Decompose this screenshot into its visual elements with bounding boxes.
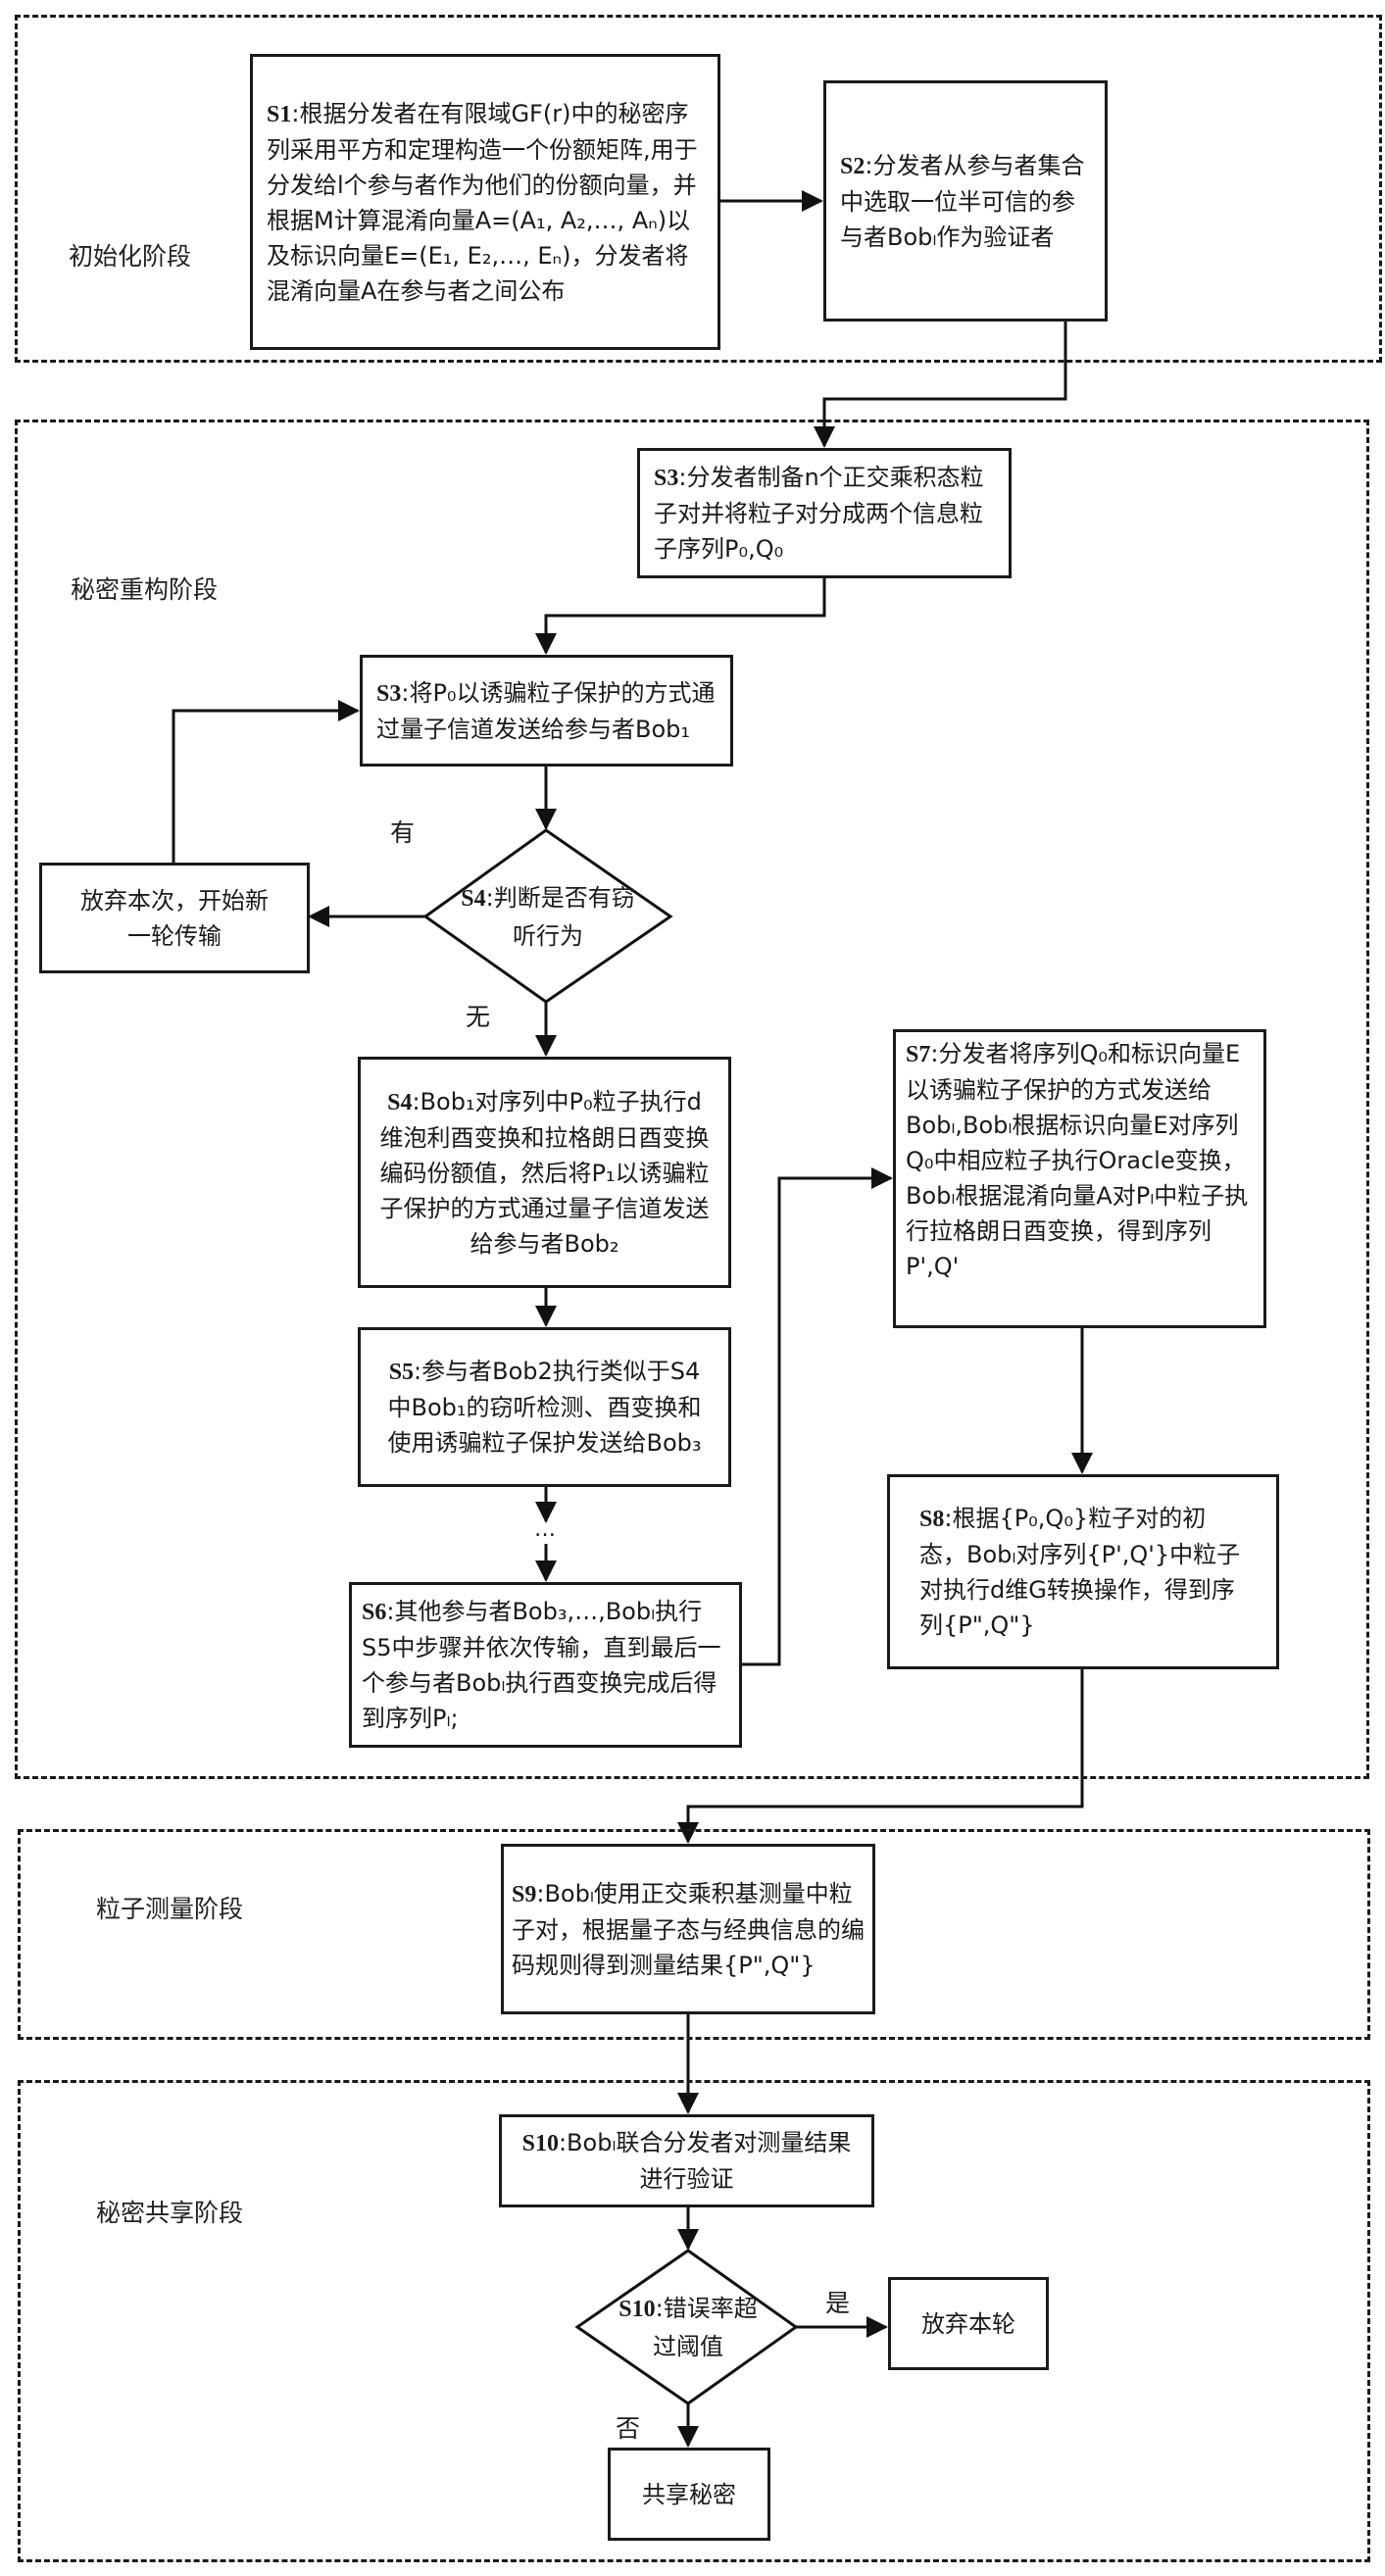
step-s7-label: S7 (906, 1042, 931, 1067)
step-s5-text: :参与者Bob2执行类似于S4中Bob₁的窃听检测、酉变换和使用诱骗粒子保护发送… (387, 1358, 702, 1457)
step-s7-box: S7:分发者将序列Q₀和标识向量E以诱骗粒子保护的方式发送给Bobₗ,Bobₗ根… (893, 1029, 1266, 1328)
step-s3b-label: S3 (376, 680, 402, 707)
share-secret-box: 共享秘密 (608, 2448, 770, 2541)
step-s2-text: :分发者从参与者集合中选取一位半可信的参与者Bobₗ作为验证者 (840, 151, 1085, 251)
step-s4-label: S4 (387, 1089, 413, 1115)
step-s10-label: S10 (521, 2131, 559, 2156)
step-s5-box: S5:参与者Bob2执行类似于S4中Bob₁的窃听检测、酉变换和使用诱骗粒子保护… (358, 1327, 731, 1487)
ellipsis: … (534, 1517, 558, 1542)
step-s8-box: S8:根据{P₀,Q₀}粒子对的初态，Bobₗ对序列{P',Q'}中粒子对执行d… (887, 1474, 1279, 1669)
phase-reconstruct-label: 秘密重构阶段 (71, 575, 219, 604)
edge-s8-s9 (677, 1669, 1084, 1844)
phase-reconstruct (15, 420, 1369, 1779)
decision-eavesdrop-label: S4 (461, 886, 486, 912)
step-s4-box: S4:Bob₁对序列中P₀粒子执行d维泡利酉变换和拉格朗日酉变换编码份额值，然后… (358, 1057, 731, 1288)
share-secret-text: 共享秘密 (642, 2480, 736, 2508)
step-s6-box: S6:其他参与者Bob₃,…,Bobₗ执行S5中步骤并依次传输，直到最后一个参与… (349, 1582, 742, 1748)
edge-s3a-s3b (535, 578, 826, 655)
abandon-restart-text: 放弃本次，开始新一轮传输 (80, 886, 269, 950)
abandon-restart-box: 放弃本次，开始新一轮传输 (39, 863, 310, 973)
step-s3b-text: :将P₀以诱骗粒子保护的方式通过量子信道发送给参与者Bob₁ (376, 678, 716, 743)
edge-label-yes-threshold: 是 (825, 2289, 851, 2317)
decision-threshold-question: :错误率超过阈值 (653, 2295, 758, 2360)
phase-measure (18, 1829, 1370, 2040)
step-s9-box: S9:Bobₗ使用正交乘积基测量中粒子对，根据量子态与经典信息的编码规则得到测量… (501, 1844, 875, 2014)
phase-share (18, 2080, 1370, 2562)
edge-abandon-s3b (172, 700, 360, 863)
step-s1-text: :根据分发者在有限域GF(r)中的秘密序列采用平方和定理构造一个份额矩阵,用于分… (267, 99, 698, 305)
decision-threshold-shape (574, 2249, 799, 2405)
decision-threshold-label: S10 (618, 2297, 656, 2322)
step-s3a-label: S3 (654, 466, 679, 491)
step-s9-label: S9 (512, 1881, 537, 1907)
phase-measure-label: 粒子测量阶段 (96, 1895, 244, 1923)
edge-label-yes-eavesdrop: 有 (390, 818, 416, 847)
step-s6-text: :其他参与者Bob₃,…,Bobₗ执行S5中步骤并依次传输，直到最后一个参与者B… (362, 1598, 721, 1732)
step-s3b-box: S3:将P₀以诱骗粒子保护的方式通过量子信道发送给参与者Bob₁ (360, 655, 733, 767)
step-s7-text: :分发者将序列Q₀和标识向量E以诱骗粒子保护的方式发送给Bobₗ,Bobₗ根据标… (906, 1040, 1249, 1280)
abandon-this-round-text: 放弃本轮 (921, 2309, 1015, 2338)
step-s8-text: :根据{P₀,Q₀}粒子对的初态，Bobₗ对序列{P',Q'}中粒子对执行d维G… (919, 1505, 1241, 1639)
step-s3a-text: :分发者制备n个正交乘积态粒子对并将粒子对分成两个信息粒子序列P₀,Q₀ (654, 464, 984, 563)
step-s4-text: :Bob₁对序列中P₀粒子执行d维泡利酉变换和拉格朗日酉变换编码份额值，然后将P… (379, 1087, 710, 1258)
phase-init (15, 15, 1382, 363)
edge-label-no-eavesdrop: 无 (466, 1003, 491, 1031)
decision-threshold-text: S10:错误率超过阈值 (610, 2290, 767, 2365)
step-s6-label: S6 (362, 1600, 387, 1625)
abandon-this-round-box: 放弃本轮 (888, 2277, 1049, 2370)
step-s3a-box: S3:分发者制备n个正交乘积态粒子对并将粒子对分成两个信息粒子序列P₀,Q₀ (637, 448, 1012, 578)
step-s2-box: S2:分发者从参与者集合中选取一位半可信的参与者Bobₗ作为验证者 (823, 80, 1108, 322)
step-s10-text: :Bobₗ联合分发者对测量结果进行验证 (558, 2129, 852, 2193)
step-s9-text: :Bobₗ使用正交乘积基测量中粒子对，根据量子态与经典信息的编码规则得到测量结果… (512, 1879, 865, 1979)
decision-eavesdrop-text: S4:判断是否有窃听行为 (455, 879, 641, 955)
decision-eavesdrop-shape (422, 828, 673, 1004)
step-s10-box: S10:Bobₗ联合分发者对测量结果进行验证 (499, 2114, 874, 2207)
phase-init-label: 初始化阶段 (69, 242, 192, 271)
edge-label-no-threshold: 否 (616, 2414, 641, 2443)
step-s1-box: S1:根据分发者在有限域GF(r)中的秘密序列采用平方和定理构造一个份额矩阵,用… (250, 54, 720, 350)
step-s5-label: S5 (388, 1360, 415, 1385)
edge-s6-s7 (742, 1167, 893, 1666)
step-s8-label: S8 (919, 1507, 945, 1532)
decision-eavesdrop-question: :判断是否有窃听行为 (485, 884, 635, 950)
step-s2-label: S2 (840, 153, 866, 179)
step-s1-label: S1 (267, 101, 292, 127)
phase-share-label: 秘密共享阶段 (96, 2199, 244, 2227)
